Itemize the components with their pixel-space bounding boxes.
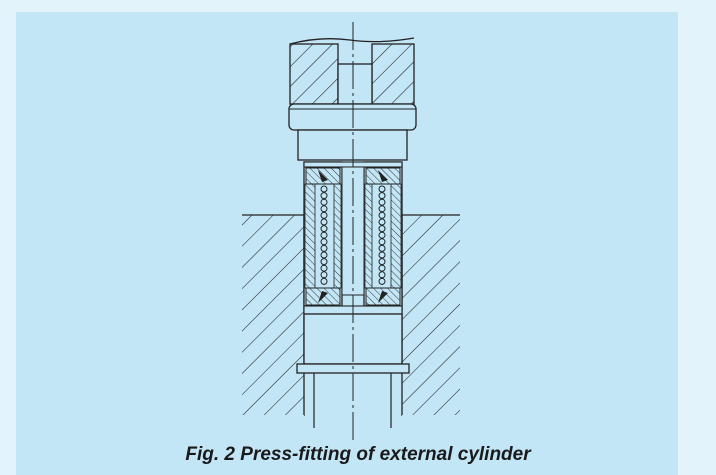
ball	[378, 251, 386, 259]
ball	[378, 185, 386, 193]
ball	[378, 211, 386, 219]
ball	[320, 238, 328, 246]
ball	[320, 244, 328, 252]
ball	[320, 225, 328, 233]
ball	[320, 251, 328, 259]
ball	[378, 271, 386, 279]
ball	[378, 218, 386, 226]
ball	[378, 231, 386, 239]
ball	[378, 192, 386, 200]
ball	[320, 231, 328, 239]
ball	[320, 258, 328, 266]
ball	[378, 258, 386, 266]
housing	[242, 214, 460, 427]
ball	[320, 277, 328, 285]
ball	[320, 271, 328, 279]
ball	[378, 205, 386, 213]
press-tool-pilot	[296, 313, 410, 428]
ball	[320, 264, 328, 272]
bearing-seals	[305, 167, 401, 306]
ball	[378, 198, 386, 206]
ball	[378, 225, 386, 233]
ball	[320, 198, 328, 206]
ball	[378, 244, 386, 252]
ball	[320, 185, 328, 193]
ball-column-left	[320, 185, 328, 285]
ball	[378, 264, 386, 272]
ball	[378, 277, 386, 285]
ball	[320, 192, 328, 200]
ball	[378, 238, 386, 246]
ball	[320, 218, 328, 226]
ball	[320, 211, 328, 219]
ball	[320, 205, 328, 213]
press-tool-shank	[289, 37, 415, 105]
figure-caption: Fig. 2 Press-fitting of external cylinde…	[185, 444, 531, 465]
ball-column-right	[378, 185, 386, 285]
